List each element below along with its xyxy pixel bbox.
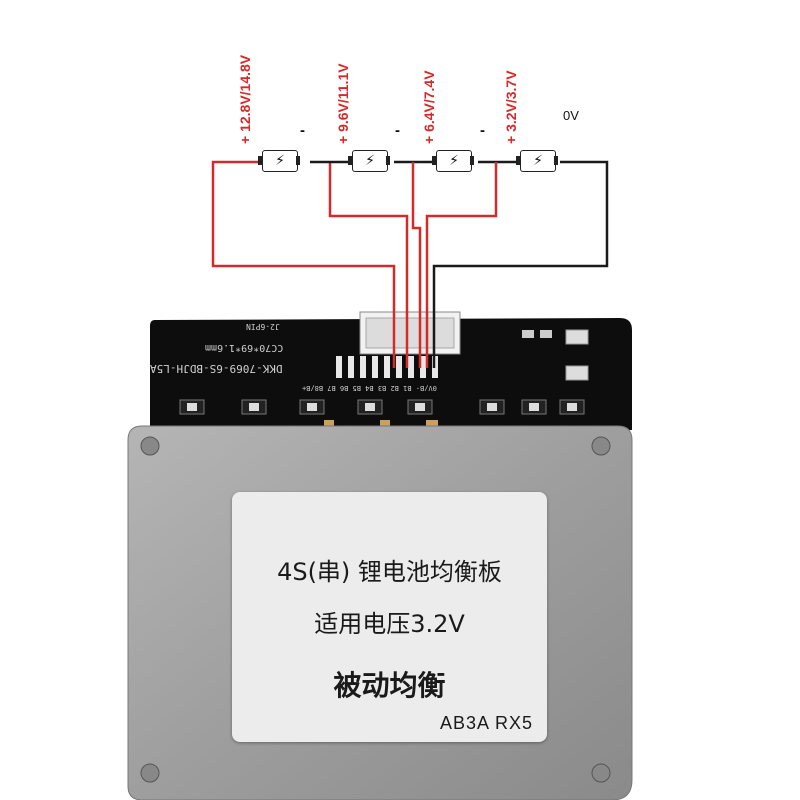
- battery-cell-2: ⚡: [348, 150, 390, 172]
- screw-top-left: [140, 436, 160, 456]
- voltage-label-7v4: + 6.4V/7.4V: [421, 70, 437, 144]
- lightning-bolt-icon: ⚡: [352, 150, 388, 172]
- minus-sign-3: -: [480, 122, 485, 139]
- battery-cell-4: ⚡: [516, 150, 558, 172]
- screw-bottom-right: [591, 763, 611, 783]
- pcb-board: [150, 311, 632, 430]
- pcb-size-text: CC70*69*1.6mm: [205, 342, 284, 353]
- label-mode: 被动均衡: [333, 669, 446, 702]
- label-code: AB3A RX5: [439, 713, 533, 733]
- wire-red-11v1: [328, 162, 409, 368]
- pcb-connector-label: J2-6PIN: [246, 322, 280, 331]
- minus-sign-1: -: [300, 122, 305, 139]
- label-title: 4S(串) 锂电池均衡板: [277, 558, 502, 586]
- wire-red-7v4: [411, 162, 422, 368]
- zero-volt-label: 0V: [563, 108, 579, 123]
- voltage-label-3v7: + 3.2V/3.7V: [503, 70, 519, 144]
- battery-cell-1: ⚡: [258, 150, 300, 172]
- screw-top-right: [591, 436, 611, 456]
- minus-sign-2: -: [395, 122, 400, 139]
- voltage-label-14v8: + 12.8V/14.8V: [237, 54, 253, 144]
- lightning-bolt-icon: ⚡: [520, 150, 556, 172]
- pcb-model-text: DKK-7069-6S-BDJH-L5A: [150, 362, 283, 375]
- battery-cell-3: ⚡: [432, 150, 474, 172]
- wire-red-3v7: [425, 162, 498, 368]
- wiring: [211, 160, 609, 368]
- smd-components: [179, 329, 589, 428]
- pcb-pin-labels: 0V/B- B1 B2 B3 B4 B5 B6 B7 B8/B+: [302, 384, 437, 392]
- voltage-label-11v1: + 9.6V/11.1V: [335, 63, 351, 144]
- wire-black-0v: [432, 160, 609, 368]
- screw-bottom-left: [140, 763, 160, 783]
- wire-red-14v8: [211, 160, 396, 368]
- label-voltage: 适用电压3.2V: [314, 610, 465, 638]
- lightning-bolt-icon: ⚡: [436, 150, 472, 172]
- lightning-bolt-icon: ⚡: [262, 150, 298, 172]
- product-label: 4S(串) 锂电池均衡板 适用电压3.2V 被动均衡 AB3A RX5: [232, 492, 547, 742]
